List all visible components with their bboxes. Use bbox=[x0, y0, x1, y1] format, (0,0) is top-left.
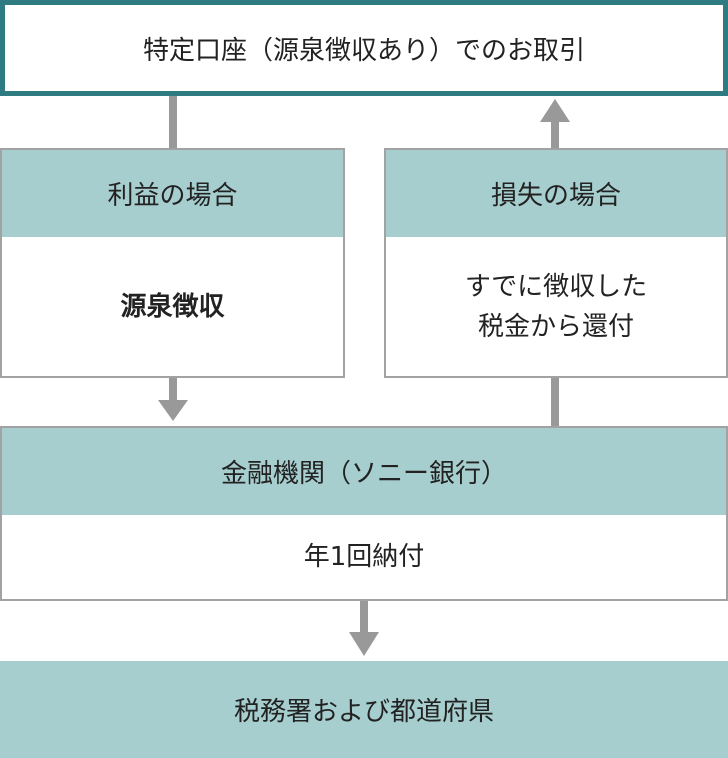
financial-institution-body: 年1回納付 bbox=[2, 515, 726, 599]
account-type-title: 特定口座（源泉徴収あり）でのお取引 bbox=[142, 35, 585, 66]
arrow-bank-to-destination-head bbox=[349, 632, 379, 656]
arrow-loss-to-header-head bbox=[540, 99, 570, 122]
arrow-bank-to-destination-shaft bbox=[360, 600, 368, 634]
loss-case-heading: 損失の場合 bbox=[490, 181, 621, 211]
profit-case-panel: 利益の場合 源泉徴収 bbox=[0, 148, 345, 378]
financial-institution-panel: 金融機関（ソニー銀行） 年1回納付 bbox=[0, 426, 728, 601]
loss-case-text-line-2: 税金から還付 bbox=[477, 311, 634, 342]
connector-bank-to-loss bbox=[551, 377, 559, 427]
financial-institution-heading: 金融機関（ソニー銀行） bbox=[220, 459, 507, 489]
profit-case-text: 源泉徴収 bbox=[120, 291, 225, 322]
loss-case-heading-bar: 損失の場合 bbox=[386, 150, 726, 237]
loss-case-panel: 損失の場合 すでに徴収した 税金から還付 bbox=[384, 148, 728, 378]
payment-frequency-text: 年1回納付 bbox=[303, 542, 425, 572]
profit-case-body: 源泉徴収 bbox=[2, 237, 343, 376]
tax-authority-label: 税務署および都道府県 bbox=[233, 697, 494, 727]
account-type-header: 特定口座（源泉徴収あり）でのお取引 bbox=[0, 0, 728, 96]
connector-header-to-profit bbox=[169, 96, 177, 150]
loss-case-body: すでに徴収した 税金から還付 bbox=[386, 237, 726, 376]
tax-authority-box: 税務署および都道府県 bbox=[0, 661, 728, 758]
financial-institution-heading-bar: 金融機関（ソニー銀行） bbox=[2, 428, 726, 515]
loss-case-text-line-1: すでに徴収した bbox=[464, 271, 648, 302]
profit-case-heading: 利益の場合 bbox=[107, 181, 238, 211]
arrow-profit-to-bank-shaft bbox=[169, 377, 177, 402]
arrow-profit-to-bank-head bbox=[158, 400, 188, 421]
profit-case-heading-bar: 利益の場合 bbox=[2, 150, 343, 237]
arrow-loss-to-header-shaft bbox=[551, 120, 559, 150]
